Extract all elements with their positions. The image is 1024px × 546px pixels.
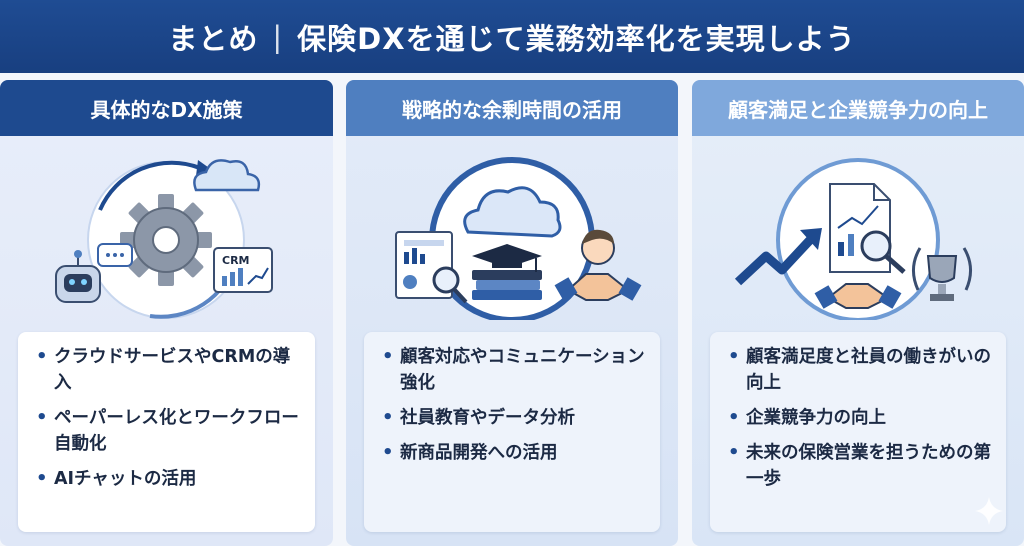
- title-right: 保険DXを通じて業務効率化を実現しよう: [297, 21, 856, 56]
- bullet-item: ペーパーレス化とワークフロー自動化: [34, 405, 301, 457]
- column-satisfaction: 顧客満足と企業競争力の向上: [692, 80, 1024, 546]
- bullet-box: 顧客対応やコミュニケーション強化 社員教育やデータ分析 新商品開発への活用: [364, 332, 660, 532]
- sparkle-icon: [975, 497, 1003, 525]
- dx-illustration: CRM: [55, 159, 273, 319]
- column-header: 具体的なDX施策: [0, 80, 333, 136]
- bullet-item: AIチャットの活用: [34, 466, 301, 492]
- upward-arrow-icon: [734, 228, 822, 286]
- page-title: まとめ | 保険DXを通じて業務効率化を実現しよう: [0, 0, 1024, 73]
- chatbot-icon: [55, 250, 101, 303]
- bullet-box: 顧客満足度と社員の働きがいの向上 企業競争力の向上 未来の保険営業を担うための第…: [710, 332, 1006, 532]
- bullet-item: 顧客満足度と社員の働きがいの向上: [726, 344, 992, 396]
- column-header: 顧客満足と企業競争力の向上: [692, 80, 1024, 136]
- bullet-box: クラウドサービスやCRMの導入 ペーパーレス化とワークフロー自動化 AIチャット…: [18, 332, 315, 532]
- surplus-time-illustration: [395, 157, 642, 320]
- bullet-item: クラウドサービスやCRMの導入: [34, 344, 301, 396]
- gear-icon: [120, 194, 212, 286]
- bullet-item: 社員教育やデータ分析: [380, 405, 646, 431]
- svg-text:CRM: CRM: [222, 254, 250, 267]
- person-icon: [581, 229, 615, 265]
- graduation-books-icon: [472, 244, 542, 300]
- trophy-icon: [912, 247, 972, 301]
- cloud-icon: [463, 186, 562, 238]
- handshake-icon: [814, 283, 902, 309]
- bullet-item: 顧客対応やコミュニケーション強化: [380, 344, 646, 396]
- column-dx-measures: 具体的なDX施策 CRM: [0, 80, 333, 546]
- title-separator: |: [272, 19, 284, 54]
- title-left: まとめ: [168, 21, 259, 56]
- crm-chart-icon: CRM: [213, 247, 273, 293]
- satisfaction-illustration: [734, 158, 972, 320]
- bullet-item: 企業競争力の向上: [726, 405, 992, 431]
- report-search-icon: [395, 231, 468, 304]
- column-header: 戦略的な余剰時間の活用: [346, 80, 678, 136]
- bullet-item: 新商品開発への活用: [380, 440, 646, 466]
- cloud-icon: [193, 159, 261, 192]
- magnifier-icon: [860, 230, 906, 274]
- chat-bubble-icon: [97, 243, 133, 267]
- handshake-icon: [554, 273, 642, 301]
- bullet-item: 未来の保険営業を担うための第一歩: [726, 440, 992, 492]
- column-surplus-time: 戦略的な余剰時間の活用: [346, 80, 678, 546]
